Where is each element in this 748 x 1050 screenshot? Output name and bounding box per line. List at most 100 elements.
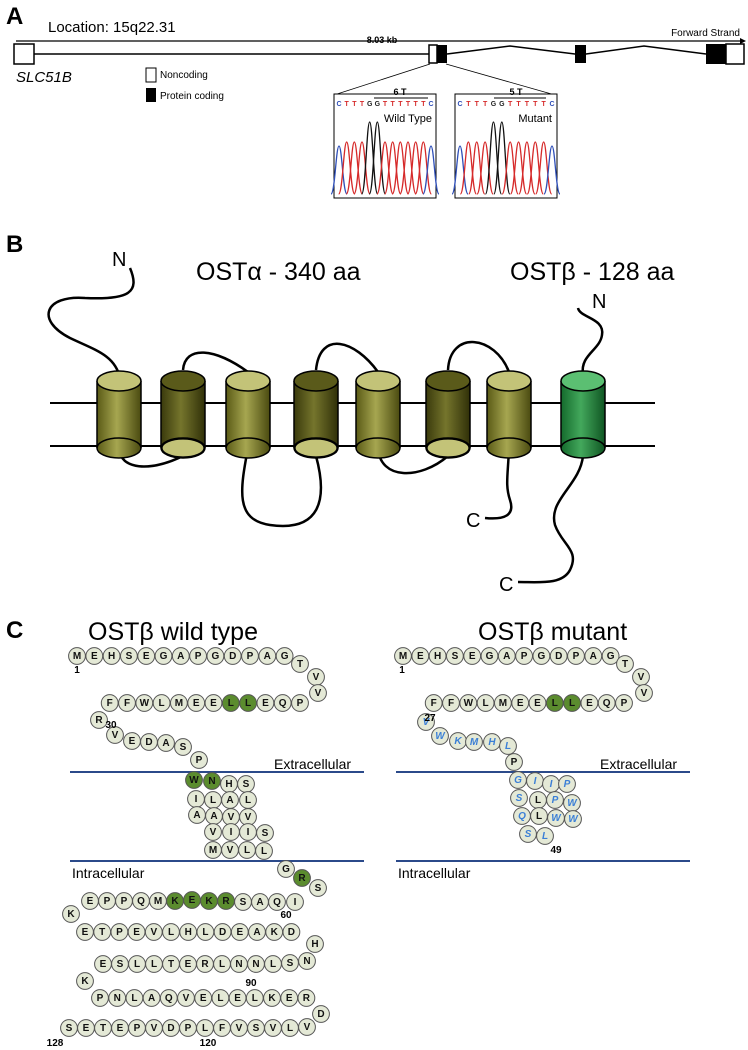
residue-letter: P: [116, 927, 123, 938]
residue-circle: [306, 935, 324, 953]
residue-circle: [510, 789, 528, 807]
residue-44: Q: [513, 807, 531, 825]
residue-circle: [203, 772, 221, 790]
residue-letter: G: [281, 651, 289, 662]
residue-15: V: [632, 668, 650, 686]
residue-circle: [536, 827, 554, 845]
residue-letter: F: [448, 698, 454, 709]
helix-bottom-rim: [486, 437, 532, 459]
residue-letter: H: [311, 939, 318, 950]
residue-128: E: [77, 1019, 95, 1037]
zoom-line-right: [445, 63, 556, 96]
residue-64: K: [200, 892, 218, 910]
residue-12: A: [584, 647, 603, 665]
strand-arrow-head: [740, 38, 746, 44]
residue-letter: S: [315, 883, 322, 894]
residue-circle: [309, 684, 327, 702]
legend-noncoding-label: Noncoding: [160, 70, 208, 81]
residue-circle: [221, 694, 240, 712]
residue-letter: V: [183, 993, 190, 1004]
residue-letter: L: [245, 698, 251, 709]
residue-122: P: [179, 1019, 197, 1037]
residue-letter: K: [67, 909, 75, 920]
residue-25: L: [152, 694, 171, 712]
residue-11: P: [241, 647, 259, 665]
helix-body: [294, 381, 338, 448]
residue-letter: S: [126, 651, 133, 662]
legend-coding-swatch: [146, 88, 156, 102]
residue-letter: A: [226, 795, 233, 806]
residue-letter: L: [244, 845, 250, 856]
residue-2: E: [411, 647, 430, 665]
residue-circle: [309, 879, 327, 897]
residue-letter: E: [200, 993, 207, 1004]
exon-legend: Noncoding Protein coding: [145, 67, 224, 102]
residue-46: W: [547, 809, 565, 827]
residue-91: N: [230, 955, 248, 973]
residue-letter: N: [208, 776, 215, 787]
residue-124: V: [145, 1019, 163, 1037]
residue-letter: V: [112, 730, 119, 741]
residue-letter: L: [202, 927, 208, 938]
residue-109: E: [228, 989, 247, 1007]
residue-59: I: [286, 893, 304, 911]
residue-11: P: [567, 647, 585, 665]
residue-letter: L: [159, 698, 165, 709]
residue-13: G: [601, 647, 620, 665]
residue-121: L: [196, 1019, 214, 1037]
residue-letter: S: [516, 793, 523, 804]
residue-65: E: [183, 891, 201, 909]
residue-letter: V: [638, 672, 645, 683]
residue-5: E: [463, 647, 482, 665]
legend-noncoding-swatch: [145, 67, 157, 83]
residue-circle: [584, 647, 603, 665]
residue-26: W: [135, 694, 154, 712]
trace-peak: [493, 121, 511, 195]
residue-24: M: [494, 694, 512, 712]
residue-66: K: [166, 892, 184, 910]
residue-34: S: [174, 738, 192, 756]
residue-24: M: [170, 694, 188, 712]
mut-topology-title: OSTβ mutant: [478, 618, 627, 646]
residue-43: I: [187, 790, 205, 808]
residue-20: L: [239, 694, 258, 712]
residue-letter: Q: [273, 897, 281, 908]
wt-num-60: 60: [280, 910, 292, 921]
residue-letter: S: [243, 779, 250, 790]
base-call: G: [491, 101, 497, 108]
residue-circle: [515, 647, 533, 665]
residue-letter: P: [104, 896, 111, 907]
residue-letter: N: [235, 959, 242, 970]
residue-letter: L: [261, 846, 267, 857]
residue-letter: E: [417, 651, 424, 662]
residue-letter: Q: [279, 698, 287, 709]
residue-letter: G: [538, 651, 546, 662]
residue-5: E: [137, 647, 156, 665]
residue-letter: Q: [137, 896, 145, 907]
residue-letter: R: [303, 993, 311, 1004]
residue-circle: [499, 737, 517, 755]
residue-89: L: [264, 955, 282, 973]
residue-circle: [187, 694, 206, 712]
base-call: T: [391, 101, 396, 108]
base-call: C: [549, 101, 554, 108]
residue-letter: T: [622, 659, 628, 670]
residue-10: D: [223, 647, 242, 665]
residue-31: K: [449, 732, 467, 750]
residue-39: P: [558, 775, 576, 793]
residue-letter: E: [100, 959, 107, 970]
helix-bottom-rim: [355, 437, 401, 459]
residue-circle: [277, 860, 295, 878]
residue-circle: [580, 694, 599, 712]
base-call: T: [525, 101, 530, 108]
base-call: T: [475, 101, 480, 108]
residue-letter: K: [205, 896, 213, 907]
residue-45: A: [205, 807, 223, 825]
residue-letter: M: [399, 651, 407, 662]
residue-62: S: [234, 893, 252, 911]
residue-47: V: [239, 808, 257, 826]
residue-letter: S: [240, 897, 247, 908]
residue-letter: V: [304, 1022, 311, 1033]
residue-circle: [558, 775, 576, 793]
